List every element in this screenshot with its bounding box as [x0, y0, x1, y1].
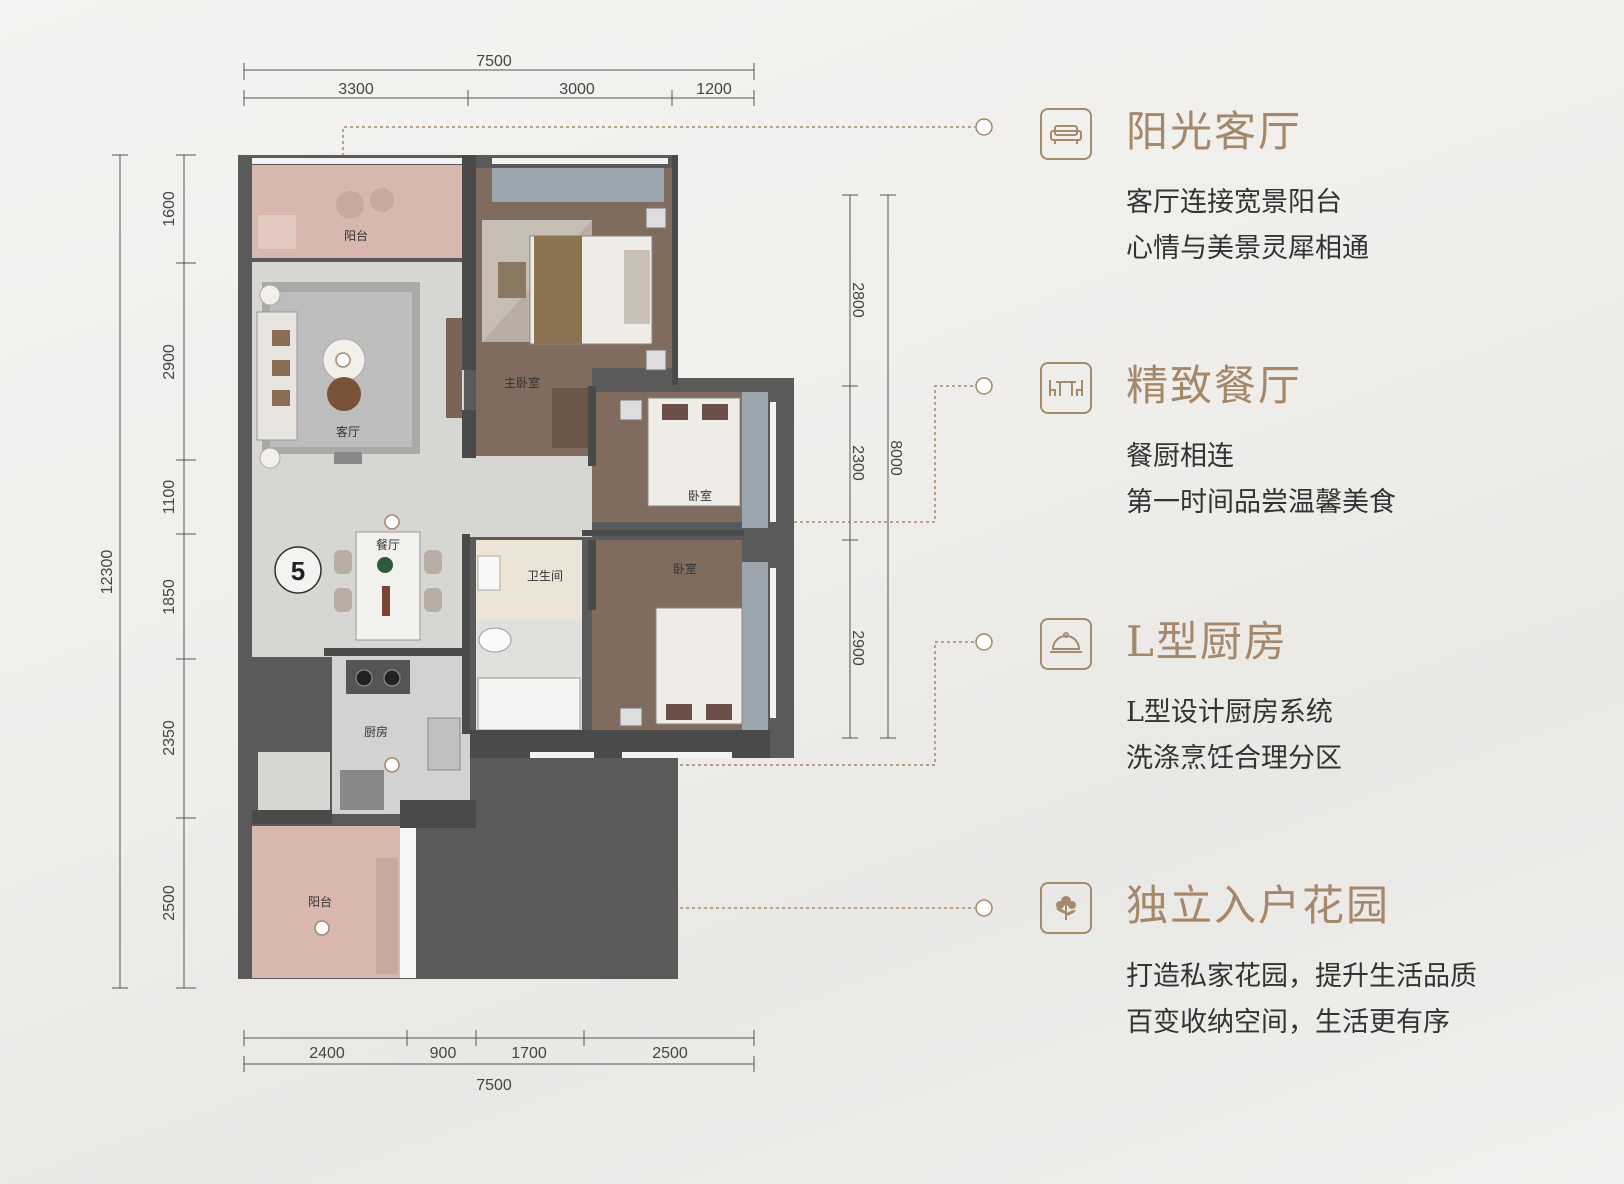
dim-top-seg-1: 3300 — [338, 81, 374, 98]
dim-top-total: 7500 — [476, 53, 512, 70]
room-label-master-bedroom: 主卧室 — [504, 375, 540, 390]
feature-desc-line: L型设计厨房系统 — [1126, 697, 1333, 728]
room-label-bedroom-1: 卧室 — [688, 488, 712, 503]
dim-top-seg-3: 1200 — [696, 81, 732, 98]
dim-left-seg-3: 1100 — [161, 480, 178, 515]
feature-desc-line: 打造私家花园，提升生活品质 — [1126, 961, 1477, 992]
dim-bottom-seg-1: 2400 — [309, 1045, 345, 1062]
unit-badge: 5 — [291, 556, 305, 586]
balcony-south — [252, 826, 400, 978]
leader-dots — [314, 118, 993, 936]
flower-icon — [1040, 882, 1092, 934]
feature-desc-line: 洗涤烹饪合理分区 — [1126, 743, 1342, 774]
feature-desc: 客厅连接宽景阳台 心情与美景灵犀相通 — [1126, 180, 1369, 272]
feature-desc-line: 第一时间品尝温馨美食 — [1126, 487, 1396, 518]
room-label-balcony-south: 阳台 — [308, 894, 332, 909]
cloche-icon — [1040, 618, 1092, 670]
feature-title: L型厨房 — [1126, 617, 1288, 666]
room-label-living: 客厅 — [336, 424, 360, 439]
room-label-kitchen: 厨房 — [364, 724, 388, 739]
room-label-bathroom: 卫生间 — [527, 569, 563, 583]
feature-desc: 打造私家花园，提升生活品质 百变收纳空间，生活更有序 — [1126, 954, 1477, 1046]
dim-right-seg-3: 2900 — [849, 630, 866, 666]
dim-left-seg-5: 2350 — [161, 720, 178, 756]
feature-desc: L型设计厨房系统 洗涤烹饪合理分区 — [1126, 690, 1342, 782]
dim-right-seg-1: 2800 — [849, 282, 866, 318]
feature-desc-line: 餐厨相连 — [1126, 441, 1234, 472]
dim-right-seg-2: 2300 — [849, 445, 866, 481]
dining-table-icon — [1040, 362, 1092, 414]
dim-right-total: 8000 — [887, 440, 904, 476]
room-label-balcony-north: 阳台 — [344, 228, 368, 243]
feature-desc: 餐厨相连 第一时间品尝温馨美食 — [1126, 434, 1396, 526]
feature-title: 阳光客厅 — [1126, 107, 1303, 156]
dim-left-seg-6: 2500 — [161, 885, 178, 921]
dim-bottom-seg-4: 2500 — [652, 1045, 688, 1062]
dim-bottom-seg-2: 900 — [430, 1045, 457, 1062]
feature-title: 精致餐厅 — [1126, 361, 1303, 410]
dim-bottom-total: 7500 — [476, 1077, 512, 1094]
dim-top-seg-2: 3000 — [559, 81, 595, 98]
dim-bottom-seg-3: 1700 — [511, 1045, 547, 1062]
plan-body — [238, 155, 794, 979]
feature-desc-line: 客厅连接宽景阳台 — [1126, 187, 1342, 218]
dim-left-seg-2: 2900 — [161, 344, 178, 380]
dim-left-seg-4: 1850 — [161, 579, 178, 615]
dim-left-total: 12300 — [99, 550, 116, 595]
room-label-dining: 餐厅 — [376, 537, 400, 552]
room-label-bedroom-2: 卧室 — [673, 561, 697, 576]
dim-left-seg-1: 1600 — [161, 191, 178, 227]
feature-desc-line: 百变收纳空间，生活更有序 — [1126, 1007, 1450, 1038]
feature-desc-line: 心情与美景灵犀相通 — [1126, 233, 1369, 264]
unit-badge-circle — [274, 546, 322, 594]
feature-title: 独立入户花园 — [1126, 881, 1391, 930]
sofa-icon — [1040, 108, 1092, 160]
